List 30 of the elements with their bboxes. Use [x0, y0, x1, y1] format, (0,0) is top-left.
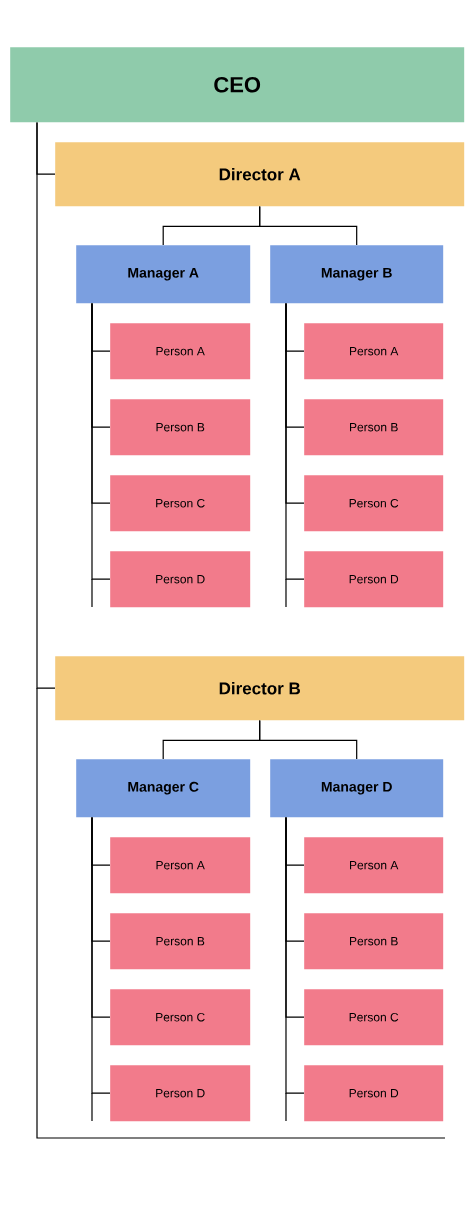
- person-box: Person A: [110, 323, 251, 380]
- person-box: Person A: [304, 323, 444, 380]
- person-box: Person B: [110, 399, 251, 456]
- person-box: Person B: [110, 913, 251, 970]
- connector-line: [36, 121, 56, 689]
- person-box: Person D: [304, 551, 444, 608]
- person-box: Person C: [110, 475, 251, 532]
- connector-line: [285, 302, 305, 580]
- person-box: Person C: [304, 475, 444, 532]
- manager-box: Manager C: [76, 759, 251, 818]
- ceo-box: CEO: [10, 47, 465, 123]
- connector-line: [285, 816, 305, 1094]
- person-box: Person C: [110, 989, 251, 1046]
- person-box: Person B: [304, 913, 444, 970]
- manager-box: Manager D: [270, 759, 444, 818]
- connector-line: [259, 205, 358, 246]
- connector-line: [91, 816, 111, 1094]
- director-box: Director B: [55, 656, 465, 721]
- director-box: Director A: [55, 142, 465, 207]
- person-box: Person D: [304, 1065, 444, 1122]
- person-box: Person D: [110, 551, 251, 608]
- connector-line: [259, 719, 358, 760]
- person-box: Person B: [304, 399, 444, 456]
- person-box: Person A: [304, 837, 444, 894]
- person-box: Person D: [110, 1065, 251, 1122]
- connector-line: [91, 302, 111, 580]
- manager-box: Manager B: [270, 245, 444, 304]
- person-box: Person C: [304, 989, 444, 1046]
- person-box: Person A: [110, 837, 251, 894]
- manager-box: Manager A: [76, 245, 251, 304]
